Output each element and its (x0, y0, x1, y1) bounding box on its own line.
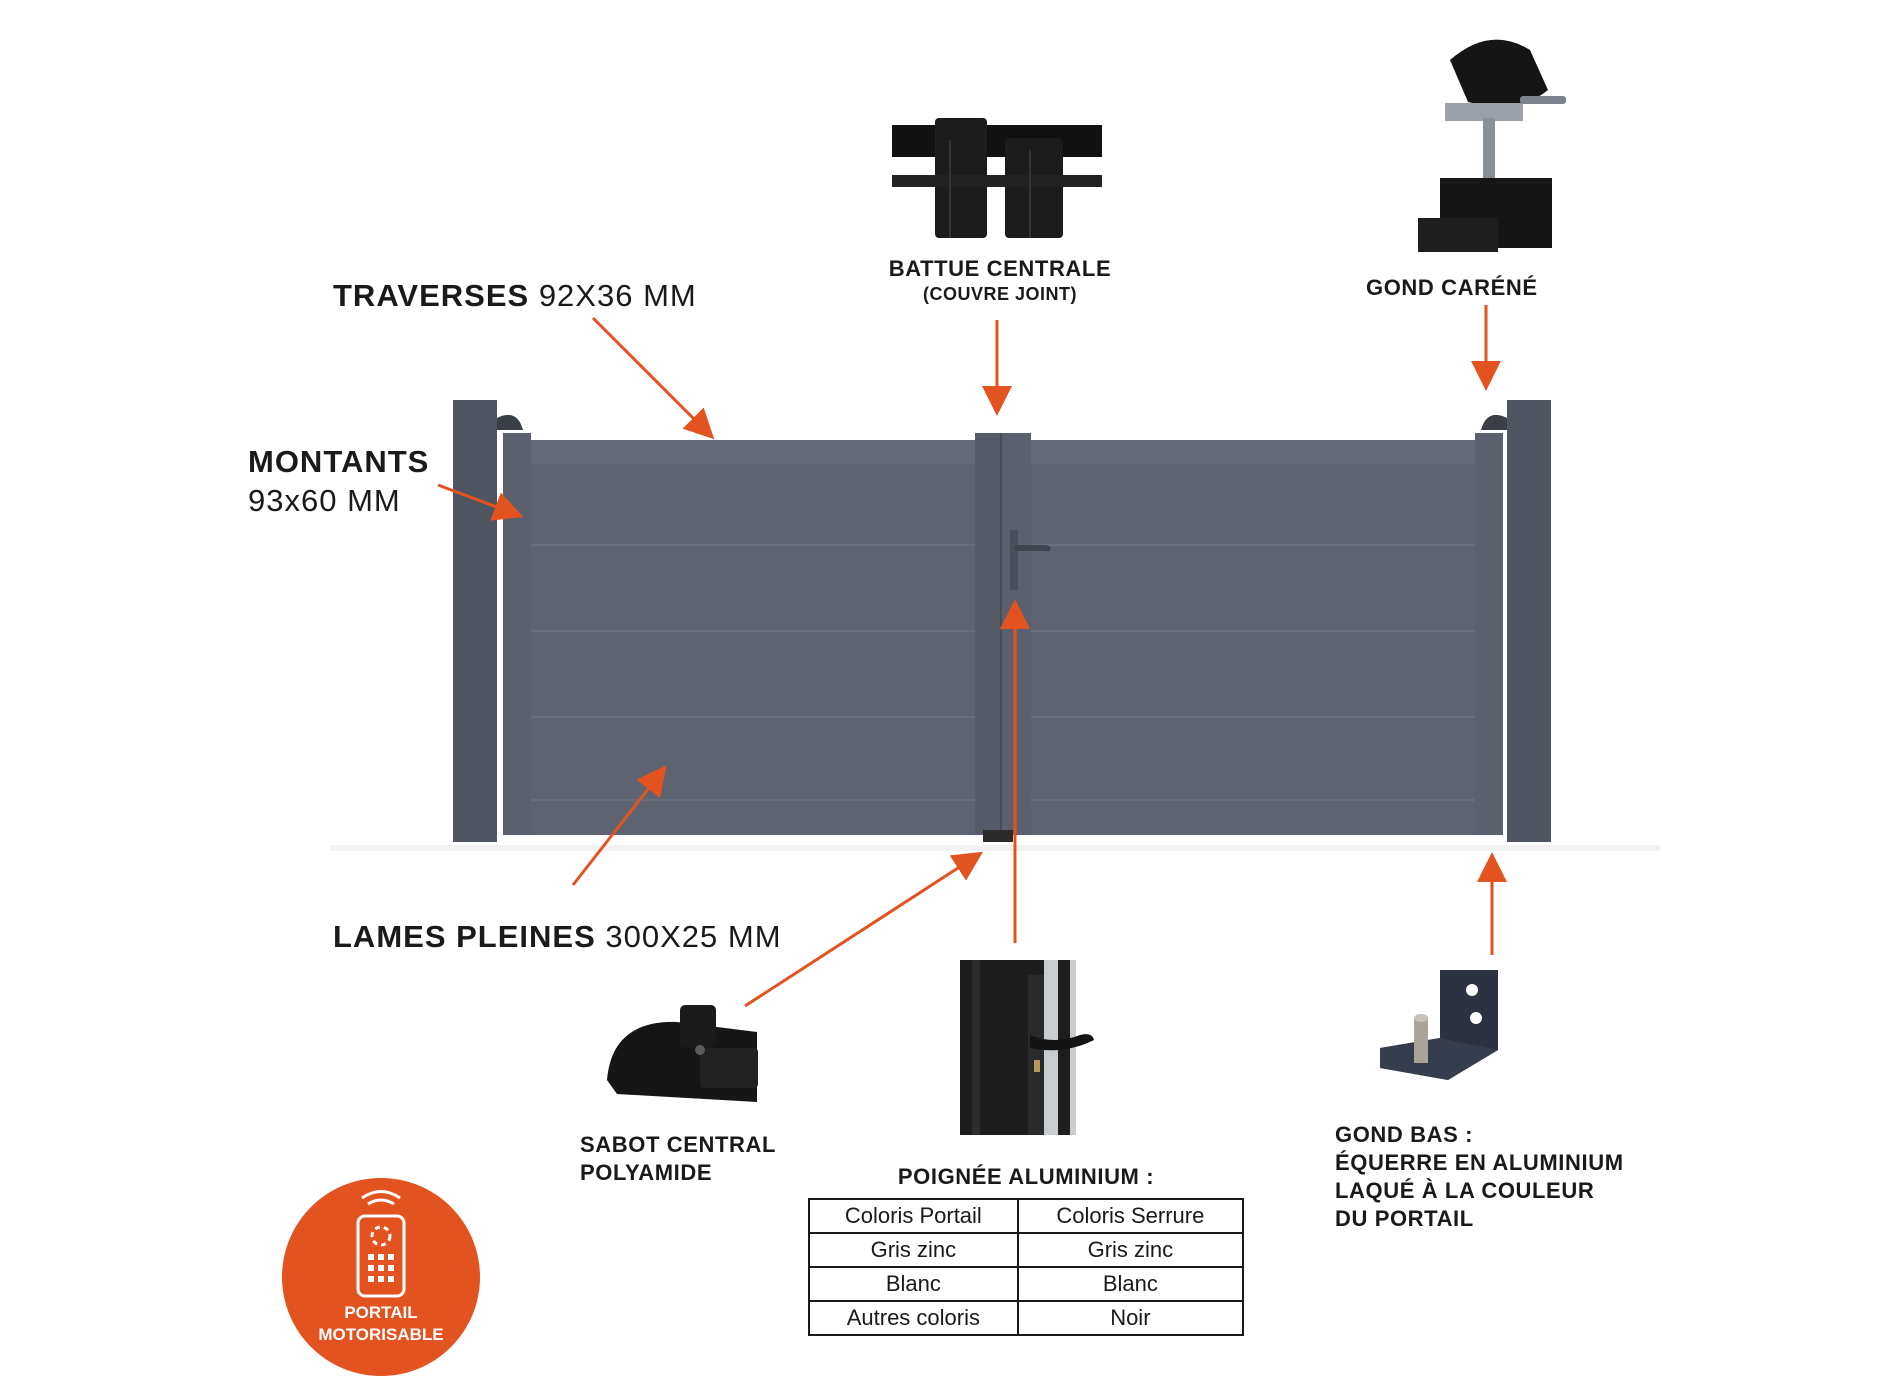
sabot-label-line1: SABOT CENTRAL (580, 1132, 777, 1157)
montants-label: MONTANTS (248, 444, 430, 479)
arrow-montants (437, 483, 524, 521)
left-hinge-cap (497, 414, 523, 430)
gate-illustration (330, 400, 1660, 851)
table-cell: Gris zinc (808, 1232, 1019, 1268)
montants-dimension: 93x60 MM (248, 483, 401, 518)
gond-carene-image (1418, 39, 1566, 252)
table-header-cell: Coloris Serrure (1016, 1198, 1245, 1234)
gond-bas-line1: GOND BAS : (1335, 1122, 1473, 1147)
color-table: Coloris Portail Coloris Serrure Gris zin… (808, 1198, 1245, 1336)
table-header-cell: Coloris Portail (808, 1198, 1019, 1234)
table-cell: Blanc (808, 1266, 1019, 1302)
lames-label: LAMES PLEINES 300X25 MM (333, 919, 782, 954)
table-row: Blanc Blanc (808, 1266, 1245, 1302)
gond-bas-image (1380, 970, 1498, 1080)
right-post (1507, 400, 1551, 842)
table-row: Autres coloris Noir (808, 1300, 1245, 1336)
sabot-central-image (607, 1005, 758, 1102)
remote-control-icon (356, 1190, 406, 1298)
badge-text: PORTAIL MOTORISABLE (282, 1302, 480, 1346)
arrow-traverses (591, 316, 715, 440)
gate-handle (1010, 530, 1051, 590)
badge-line2: MOTORISABLE (318, 1325, 444, 1344)
left-leaf-stile (503, 433, 531, 835)
right-hinge-cap (1481, 414, 1507, 430)
center-stile-left (975, 433, 1001, 835)
right-leaf-panel (1031, 440, 1475, 835)
sabot-label-line2: POLYAMIDE (580, 1160, 713, 1185)
gond-bas-line2: ÉQUERRE EN ALUMINIUM (1335, 1150, 1624, 1175)
arrow-lames (571, 765, 667, 886)
arrow-sabot (744, 851, 984, 1008)
poignee-image (960, 960, 1094, 1135)
battue-label: BATTUE CENTRALE (888, 256, 1112, 281)
central-shoe (983, 830, 1013, 842)
table-cell: Gris zinc (1016, 1232, 1245, 1268)
left-post (453, 400, 497, 842)
right-leaf-stile (1475, 433, 1503, 835)
left-leaf-panel (531, 440, 975, 835)
poignee-title: POIGNÉE ALUMINIUM : (897, 1164, 1155, 1189)
table-cell: Blanc (1016, 1266, 1245, 1302)
gond-bas-line4: DU PORTAIL (1335, 1206, 1474, 1231)
battue-sublabel: (COUVRE JOINT) (922, 284, 1077, 304)
badge-line1: PORTAIL (344, 1303, 418, 1322)
battue-centrale-image (890, 118, 1102, 238)
table-cell: Autres coloris (808, 1300, 1019, 1336)
gond-bas-line3: LAQUÉ À LA COULEUR (1335, 1178, 1595, 1203)
table-cell: Noir (1016, 1300, 1245, 1336)
traverses-label: TRAVERSES 92X36 MM (333, 278, 697, 313)
motorisable-badge: PORTAIL MOTORISABLE (282, 1178, 480, 1376)
callout-arrows (437, 305, 1507, 1008)
table-row: Gris zinc Gris zinc (808, 1232, 1245, 1268)
table-header-row: Coloris Portail Coloris Serrure (808, 1198, 1245, 1234)
gond-carene-label: GOND CARÉNÉ (1366, 275, 1538, 300)
